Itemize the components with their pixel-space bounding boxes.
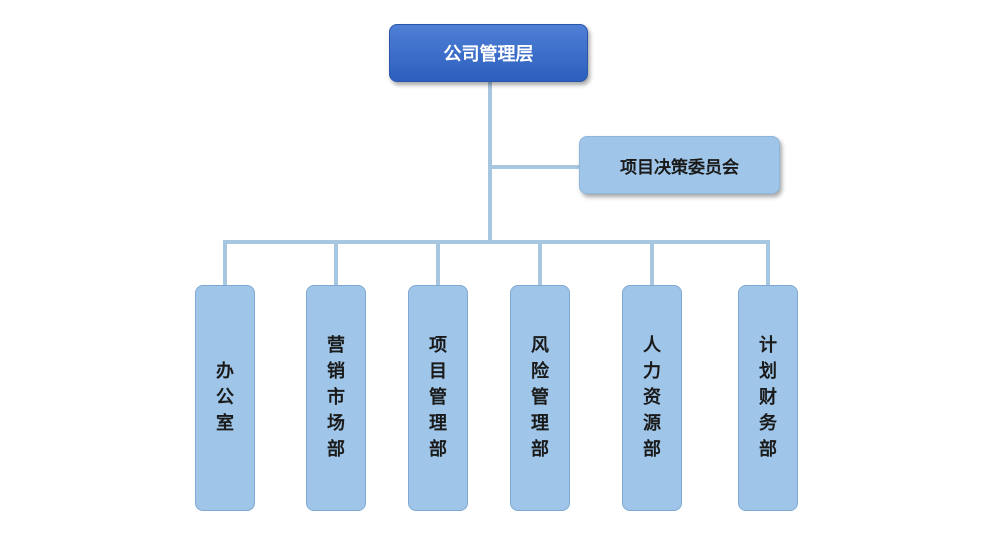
node-dept-finance: 计划财务部 [738,285,798,511]
node-project-committee: 项目决策委员会 [579,136,780,194]
node-dept-finance-label: 计划财务部 [759,335,777,460]
node-dept-project-management: 项目管理部 [408,285,468,511]
node-dept-office-label: 办公室 [216,361,234,434]
node-project-committee-label: 项目决策委员会 [620,157,739,178]
node-dept-office: 办公室 [195,285,255,511]
node-dept-human-resources: 人力资源部 [622,285,682,511]
node-dept-marketing-label: 营销市场部 [327,335,345,460]
node-dept-project-management-label: 项目管理部 [429,335,447,460]
node-dept-human-resources-label: 人力资源部 [643,335,661,460]
node-dept-risk-management-label: 风险管理部 [531,335,549,460]
node-dept-marketing: 营销市场部 [306,285,366,511]
node-company-management-label: 公司管理层 [443,44,534,65]
node-dept-risk-management: 风险管理部 [510,285,570,511]
node-company-management: 公司管理层 [389,24,588,82]
